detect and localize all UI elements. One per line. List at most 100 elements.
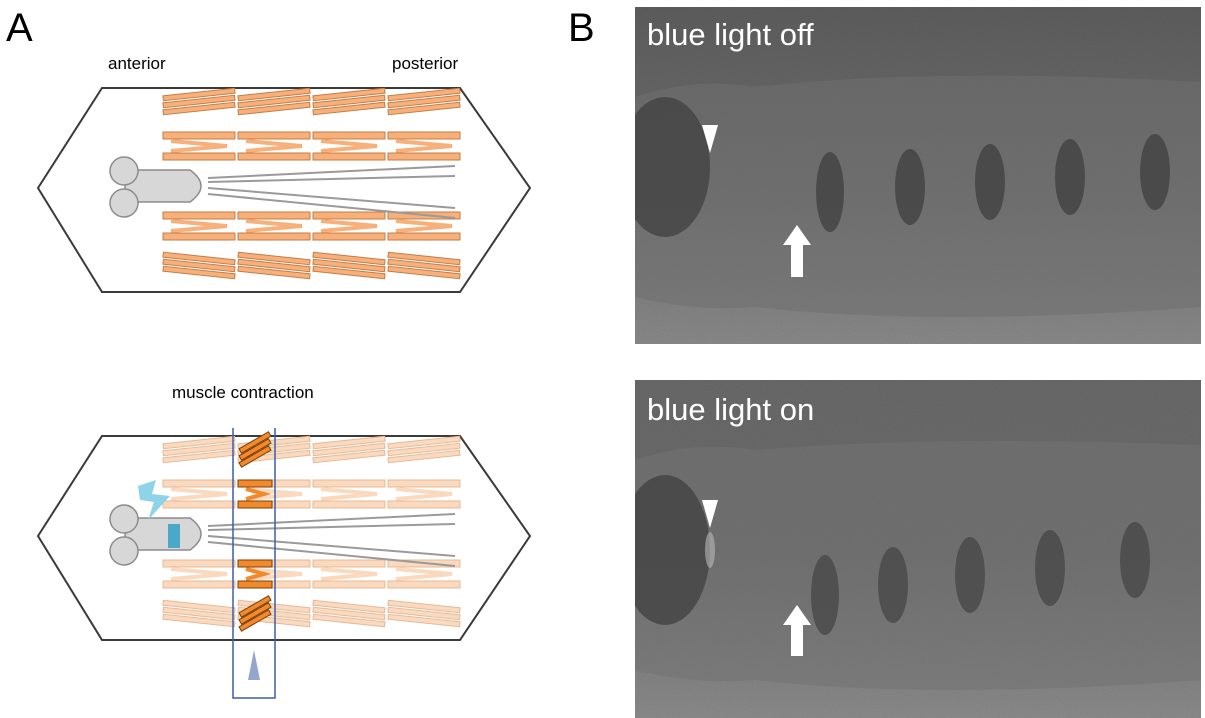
muscle-bands — [816, 134, 1170, 232]
muscle-fiber — [312, 599, 386, 614]
contracted-muscle-fiber — [237, 500, 273, 509]
muscle-fiber — [312, 232, 386, 241]
muscle-fiber — [237, 152, 311, 161]
brain-and-vnc-bottom — [109, 504, 202, 566]
muscle-fiber — [387, 94, 461, 109]
muscle-fiber-oblique — [245, 567, 303, 581]
muscle-fiber — [237, 87, 311, 102]
contracted-muscle-fiber — [237, 580, 273, 589]
muscle-fiber — [387, 232, 461, 241]
muscle-fiber — [387, 152, 461, 161]
stimulated-neurons — [168, 524, 180, 548]
motor-nerves — [207, 165, 456, 219]
muscle-fiber — [237, 131, 311, 140]
muscle-contraction-label: muscle contraction — [172, 383, 314, 402]
cns-region-2 — [635, 475, 710, 625]
muscle-fiber-oblique — [395, 567, 453, 581]
muscle-fiber — [312, 152, 386, 161]
muscle-fiber-oblique — [320, 139, 378, 153]
muscle-fiber-oblique — [245, 139, 303, 153]
light-on-label: blue light on — [647, 392, 814, 427]
anterior-label: anterior — [108, 54, 166, 73]
muscle-fiber — [237, 94, 311, 109]
microscopy-image-light-on: blue light on — [635, 380, 1201, 718]
muscle-fiber-oblique — [320, 567, 378, 581]
muscle-segments — [162, 87, 461, 280]
arrowhead-icon-2 — [702, 500, 718, 528]
up-arrow-icon-2 — [783, 605, 811, 656]
lightning-icon — [138, 480, 170, 520]
muscle-fiber — [387, 613, 461, 628]
contracted-muscle-fiber — [237, 479, 273, 488]
muscle-fiber — [162, 435, 236, 450]
posterior-label: posterior — [392, 54, 459, 73]
larva-schematic-resting — [36, 87, 532, 293]
muscle-fiber-oblique — [395, 139, 453, 153]
muscle-segments-bottom — [162, 431, 461, 632]
muscle-fiber — [312, 559, 386, 568]
muscle-fiber — [162, 613, 236, 628]
muscle-fiber — [387, 500, 461, 509]
muscle-fiber — [162, 580, 236, 589]
contracted-muscle-fiber — [238, 595, 272, 618]
muscle-fiber-oblique — [395, 487, 453, 501]
contracted-muscle-fiber — [238, 445, 272, 468]
muscle-fiber — [237, 232, 311, 241]
muscle-fiber — [312, 500, 386, 509]
brain-and-vnc — [109, 156, 202, 218]
contracted-muscle-oblique — [245, 487, 272, 501]
microscopy-image-light-off: blue light off — [635, 7, 1201, 344]
arrowhead-marker-icon — [248, 650, 260, 680]
muscle-fiber — [162, 131, 236, 140]
muscle-fiber — [312, 101, 386, 116]
cns-region — [635, 97, 710, 237]
muscle-fiber — [387, 435, 461, 450]
muscle-fiber — [312, 131, 386, 140]
muscle-fiber — [162, 449, 236, 464]
muscle-fiber — [387, 449, 461, 464]
muscle-fiber — [162, 258, 236, 273]
up-arrow-icon — [783, 225, 811, 277]
muscle-fiber-oblique — [170, 219, 228, 233]
muscle-fiber — [387, 87, 461, 102]
muscle-fiber — [312, 613, 386, 628]
muscle-fiber — [162, 101, 236, 116]
muscle-fiber — [387, 599, 461, 614]
muscle-fiber — [162, 232, 236, 241]
muscle-fiber — [312, 258, 386, 273]
muscle-fiber — [162, 559, 236, 568]
muscle-fiber — [387, 258, 461, 273]
muscle-fiber — [312, 449, 386, 464]
muscle-fiber — [237, 101, 311, 116]
muscle-fiber — [237, 211, 311, 220]
muscle-fiber-oblique — [320, 219, 378, 233]
muscle-fiber — [162, 87, 236, 102]
muscle-fiber — [387, 251, 461, 266]
muscle-fiber-oblique — [170, 487, 228, 501]
panel-a-letter: A — [6, 6, 33, 50]
contracted-muscle-fiber — [237, 559, 273, 568]
muscle-fiber — [312, 606, 386, 621]
muscle-fiber — [162, 152, 236, 161]
contracted-muscle-oblique — [245, 567, 272, 581]
stimulated-spot — [705, 532, 715, 568]
muscle-fiber — [162, 251, 236, 266]
muscle-fiber-oblique — [170, 567, 228, 581]
contracted-muscle-fiber — [238, 431, 272, 454]
muscle-fiber-oblique — [170, 139, 228, 153]
contracted-muscle-fiber — [238, 609, 272, 632]
muscle-fiber — [387, 101, 461, 116]
muscle-fiber — [387, 265, 461, 280]
muscle-fiber — [312, 580, 386, 589]
motor-nerves-bottom — [207, 513, 456, 567]
muscle-fiber — [162, 500, 236, 509]
muscle-fiber — [237, 251, 311, 266]
muscle-fiber-oblique — [320, 487, 378, 501]
muscle-fiber — [312, 442, 386, 457]
muscle-fiber — [162, 265, 236, 280]
muscle-fiber — [162, 479, 236, 488]
muscle-fiber — [162, 94, 236, 109]
muscle-fiber — [387, 580, 461, 589]
muscle-fiber — [312, 265, 386, 280]
muscle-fiber — [387, 442, 461, 457]
